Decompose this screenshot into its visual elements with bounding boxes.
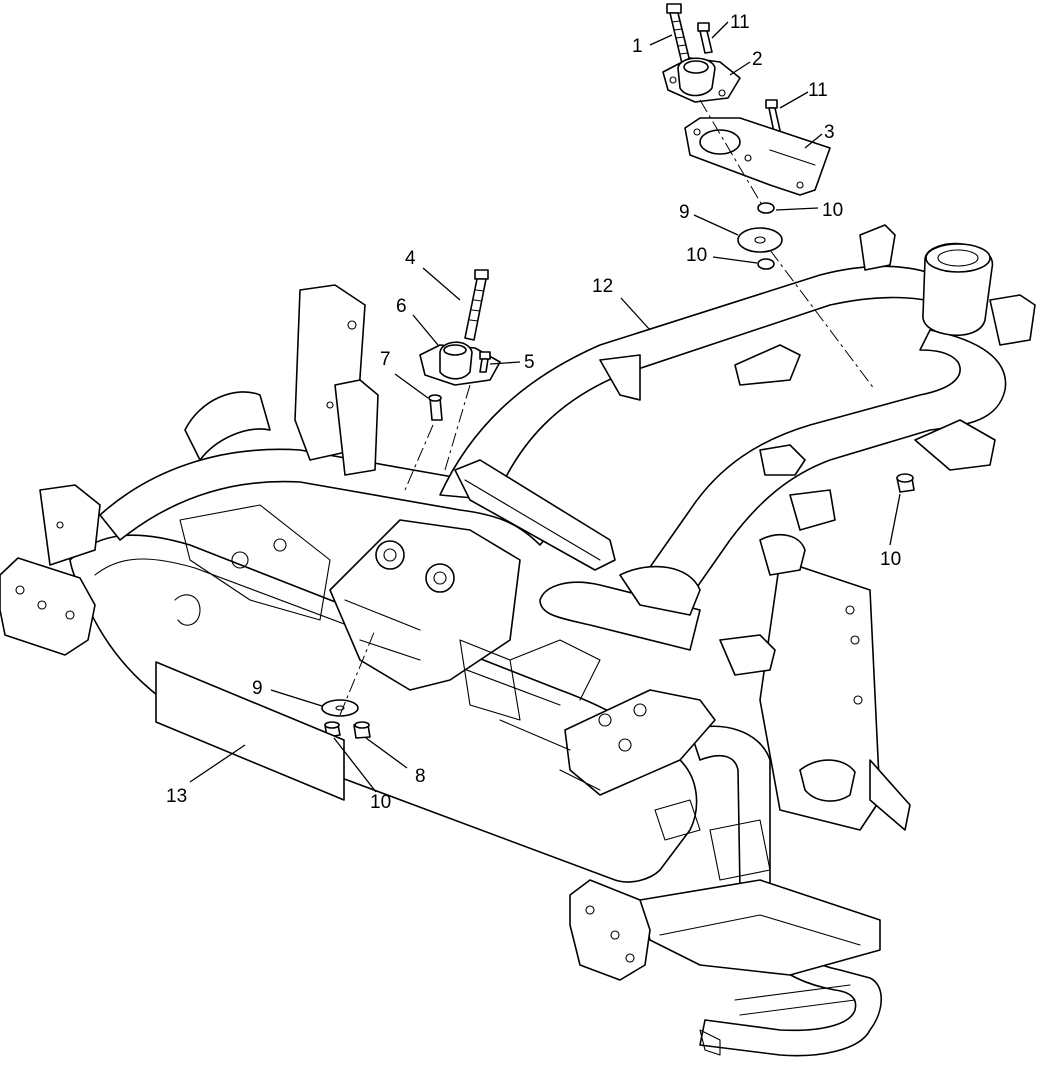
assembly-center-lines [339,99,876,716]
front-left-end-plate [0,557,96,656]
callout-10-right: 10 [880,549,901,570]
right-side-plate [759,559,881,831]
bolt-part-11-upper [697,22,713,54]
lower-rear-plate [639,879,881,976]
leader-lines [189,21,901,793]
callout-3: 3 [824,122,835,143]
exploded-parts [155,3,915,801]
strip-part-13 [155,661,345,801]
rear-upper-tube [439,265,946,501]
nut-part-8 [353,721,371,739]
nut-part-10-b [757,258,775,270]
callout-9-lower: 9 [252,678,263,699]
washer-part-9-upper [737,227,783,253]
callout-10-upper-left: 10 [686,245,707,266]
callout-11-lower: 11 [808,80,828,101]
callout-6: 6 [396,296,407,317]
callout-10-lower: 10 [370,792,391,813]
callout-7: 7 [380,349,391,370]
callout-1: 1 [632,36,643,57]
middle-cross-bar [539,581,701,651]
nut-part-10-c [896,473,915,493]
callout-9-upper: 9 [679,202,690,223]
callout-5: 5 [524,352,535,373]
front-right-end-plate [569,879,651,981]
main-frame [0,224,1036,1057]
callout-2: 2 [752,49,763,70]
front-cross-tube [69,534,698,883]
washer-part-9-lower [321,699,359,717]
callout-13: 13 [166,786,187,807]
callout-12: 12 [592,276,613,297]
mount-bracket-part-3 [684,117,831,196]
spacer-part-7 [428,394,443,421]
center-saddle-bracket [454,459,616,571]
brake-plate [564,689,716,796]
callout-8: 8 [415,766,426,787]
bolt-part-5 [479,351,491,373]
callout-labels: 1 11 2 11 3 9 10 10 4 12 6 5 7 10 9 8 13… [166,12,901,813]
callout-4: 4 [405,248,416,269]
bolt-part-4 [464,269,489,341]
callout-10-upper-right: 10 [822,200,843,221]
callout-11-upper: 11 [730,12,750,33]
nut-part-10-a [757,202,775,214]
engine-mount-part-2 [662,57,741,103]
